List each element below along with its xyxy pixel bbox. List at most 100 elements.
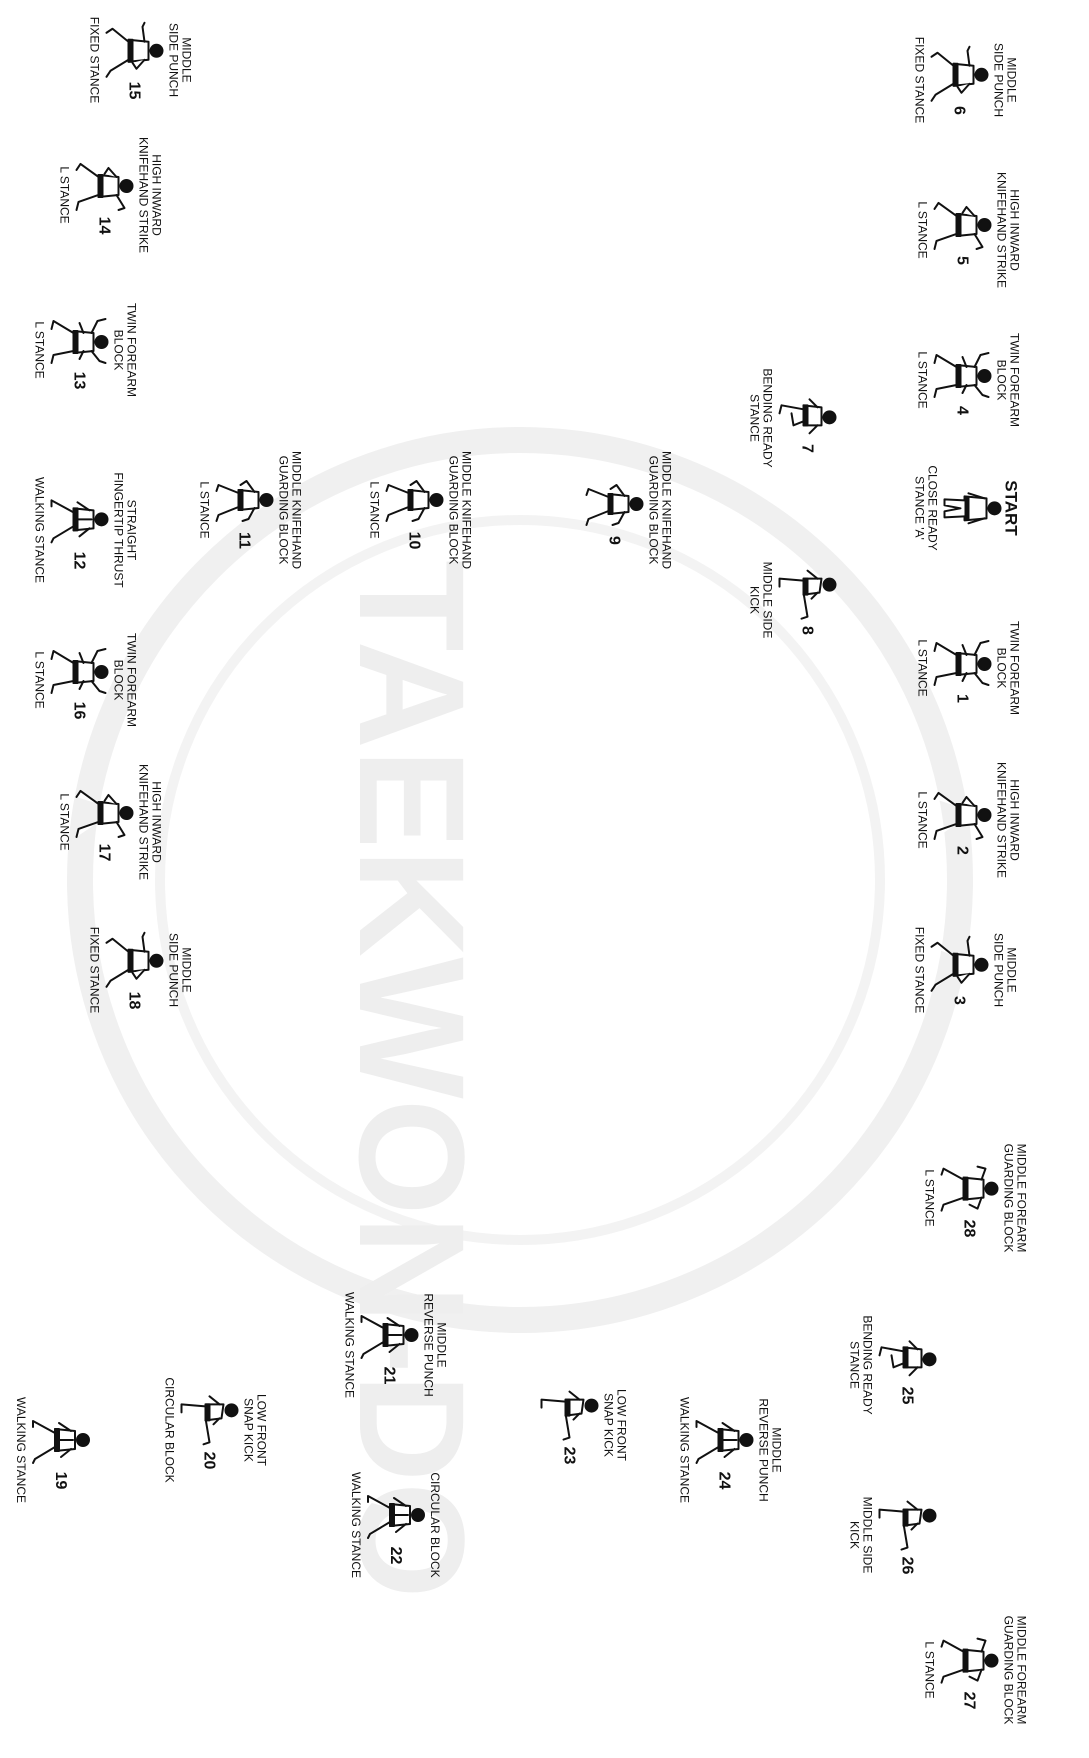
start-label: START xyxy=(1005,480,1018,535)
stance-label: L STANCE xyxy=(916,351,929,408)
move-label: MIDDLE SIDE PUNCH xyxy=(992,43,1018,117)
step-number: 22 xyxy=(387,1547,403,1565)
stance-label: L STANCE xyxy=(923,1169,936,1226)
move-label: MIDDLE FOREARM GUARDING BLOCK xyxy=(1002,1616,1028,1725)
start-stance: CLOSE READY STANCE 'A' xyxy=(913,465,939,550)
figure-icon xyxy=(48,311,110,369)
step-number: 19 xyxy=(52,1472,68,1490)
figure-icon xyxy=(48,491,110,549)
stance-label: FIXED STANCE xyxy=(88,17,101,103)
step-number: 24 xyxy=(716,1472,732,1490)
step-number: 3 xyxy=(951,996,967,1005)
stance-label: L STANCE xyxy=(58,166,71,223)
stance-label: CIRCULAR BLOCK xyxy=(163,1377,176,1482)
move-label: MIDDLE KNIFEHAND GUARDING BLOCK xyxy=(647,451,673,569)
stance-label: L STANCE xyxy=(923,1641,936,1698)
move-label: MIDDLE KNIFEHAND GUARDING BLOCK xyxy=(277,451,303,569)
stance-label: L STANCE xyxy=(368,481,381,538)
figure-icon xyxy=(931,345,993,403)
step-number: 5 xyxy=(954,256,970,265)
step-number: 25 xyxy=(899,1387,915,1405)
figure-icon xyxy=(938,1631,1000,1689)
step-number: 12 xyxy=(71,552,87,570)
figure-icon xyxy=(876,1496,938,1554)
move-label: MIDDLE SIDE PUNCH xyxy=(167,933,193,1007)
step-number: 13 xyxy=(71,372,87,390)
step-number: 21 xyxy=(381,1367,397,1385)
figure-icon xyxy=(693,1411,755,1469)
stance-label: MIDDLE SIDE KICK xyxy=(748,562,774,639)
move-label: MIDDLE SIDE PUNCH xyxy=(167,23,193,97)
step-number: 7 xyxy=(799,444,815,453)
figure-icon xyxy=(938,1159,1000,1217)
step-number: 17 xyxy=(96,844,112,862)
move-label: HIGH INWARD KNIFEHAND STRIKE xyxy=(995,172,1021,288)
step-number: 4 xyxy=(954,406,970,415)
figure-icon xyxy=(103,21,165,79)
move-label: MIDDLE KNIFEHAND GUARDING BLOCK xyxy=(447,451,473,569)
figure-icon xyxy=(583,475,645,533)
move-label: STRAIGHT FINGERTIP THRUST xyxy=(112,472,138,587)
figure-icon xyxy=(776,383,838,441)
step-number: 15 xyxy=(126,82,142,100)
stance-label: L STANCE xyxy=(33,321,46,378)
step-number: 20 xyxy=(201,1452,217,1470)
stance-label: WALKING STANCE xyxy=(678,1397,691,1503)
figure-icon xyxy=(928,935,990,993)
step-number: 11 xyxy=(236,532,252,549)
figure-icon xyxy=(538,1386,600,1444)
stance-label: BENDING READY STANCE xyxy=(848,1315,874,1414)
figure-icon-start xyxy=(941,479,1003,537)
move-label: TWIN FOREARM BLOCK xyxy=(995,333,1021,427)
figure-icon xyxy=(364,1486,426,1544)
stance-label: L STANCE xyxy=(58,793,71,850)
figure-icon xyxy=(29,1411,91,1469)
move-label: MIDDLE REVERSE PUNCH xyxy=(422,1293,448,1396)
figure-icon xyxy=(931,785,993,843)
figure-icon xyxy=(48,641,110,699)
move-label: TWIN FOREARM BLOCK xyxy=(995,621,1021,715)
move-label: TWIN FOREARM BLOCK xyxy=(112,633,138,727)
move-label: MIDDLE REVERSE PUNCH xyxy=(757,1398,783,1501)
figure-icon xyxy=(213,471,275,529)
step-number: 6 xyxy=(951,106,967,115)
move-label: HIGH INWARD KNIFEHAND STRIKE xyxy=(137,137,163,253)
figure-icon xyxy=(103,931,165,989)
move-label: MIDDLE FOREARM GUARDING BLOCK xyxy=(1002,1144,1028,1253)
stance-label: WALKING STANCE xyxy=(33,477,46,583)
stance-label: L STANCE xyxy=(198,481,211,538)
stance-label: L STANCE xyxy=(916,201,929,258)
stance-label: FIXED STANCE xyxy=(88,927,101,1013)
stance-label: L STANCE xyxy=(916,791,929,848)
figure-icon xyxy=(931,195,993,253)
move-label: LOW FRONT SNAP KICK xyxy=(242,1394,268,1466)
move-label: CIRCULAR BLOCK xyxy=(428,1472,441,1577)
step-number: 23 xyxy=(561,1447,577,1465)
watermark-text: TAEKWON-DO xyxy=(328,560,496,1599)
stance-label: FIXED STANCE xyxy=(913,927,926,1013)
step-number: 28 xyxy=(961,1220,977,1238)
stance-label: BENDING READY STANCE xyxy=(748,368,774,467)
step-number: 1 xyxy=(954,694,970,703)
stance-label: FIXED STANCE xyxy=(913,37,926,123)
stance-label: WALKING STANCE xyxy=(14,1397,27,1503)
move-label: HIGH INWARD KNIFEHAND STRIKE xyxy=(137,764,163,880)
figure-icon xyxy=(383,471,445,529)
stance-label: WALKING STANCE xyxy=(349,1472,362,1578)
step-number: 14 xyxy=(96,217,112,235)
stance-label: MIDDLE SIDE KICK xyxy=(848,1497,874,1574)
stance-label: L STANCE xyxy=(916,639,929,696)
figure-icon xyxy=(73,783,135,841)
move-label: MIDDLE SIDE PUNCH xyxy=(992,933,1018,1007)
step-number: 10 xyxy=(406,532,422,550)
move-label: TWIN FOREARM BLOCK xyxy=(112,303,138,397)
figure-icon xyxy=(358,1306,420,1364)
step-number: 16 xyxy=(71,702,87,720)
step-number: 9 xyxy=(606,536,622,545)
step-number: 8 xyxy=(799,626,815,635)
figure-icon xyxy=(928,45,990,103)
step-number: 27 xyxy=(961,1692,977,1710)
move-label: LOW FRONT SNAP KICK xyxy=(602,1389,628,1461)
step-number: 2 xyxy=(954,846,970,855)
